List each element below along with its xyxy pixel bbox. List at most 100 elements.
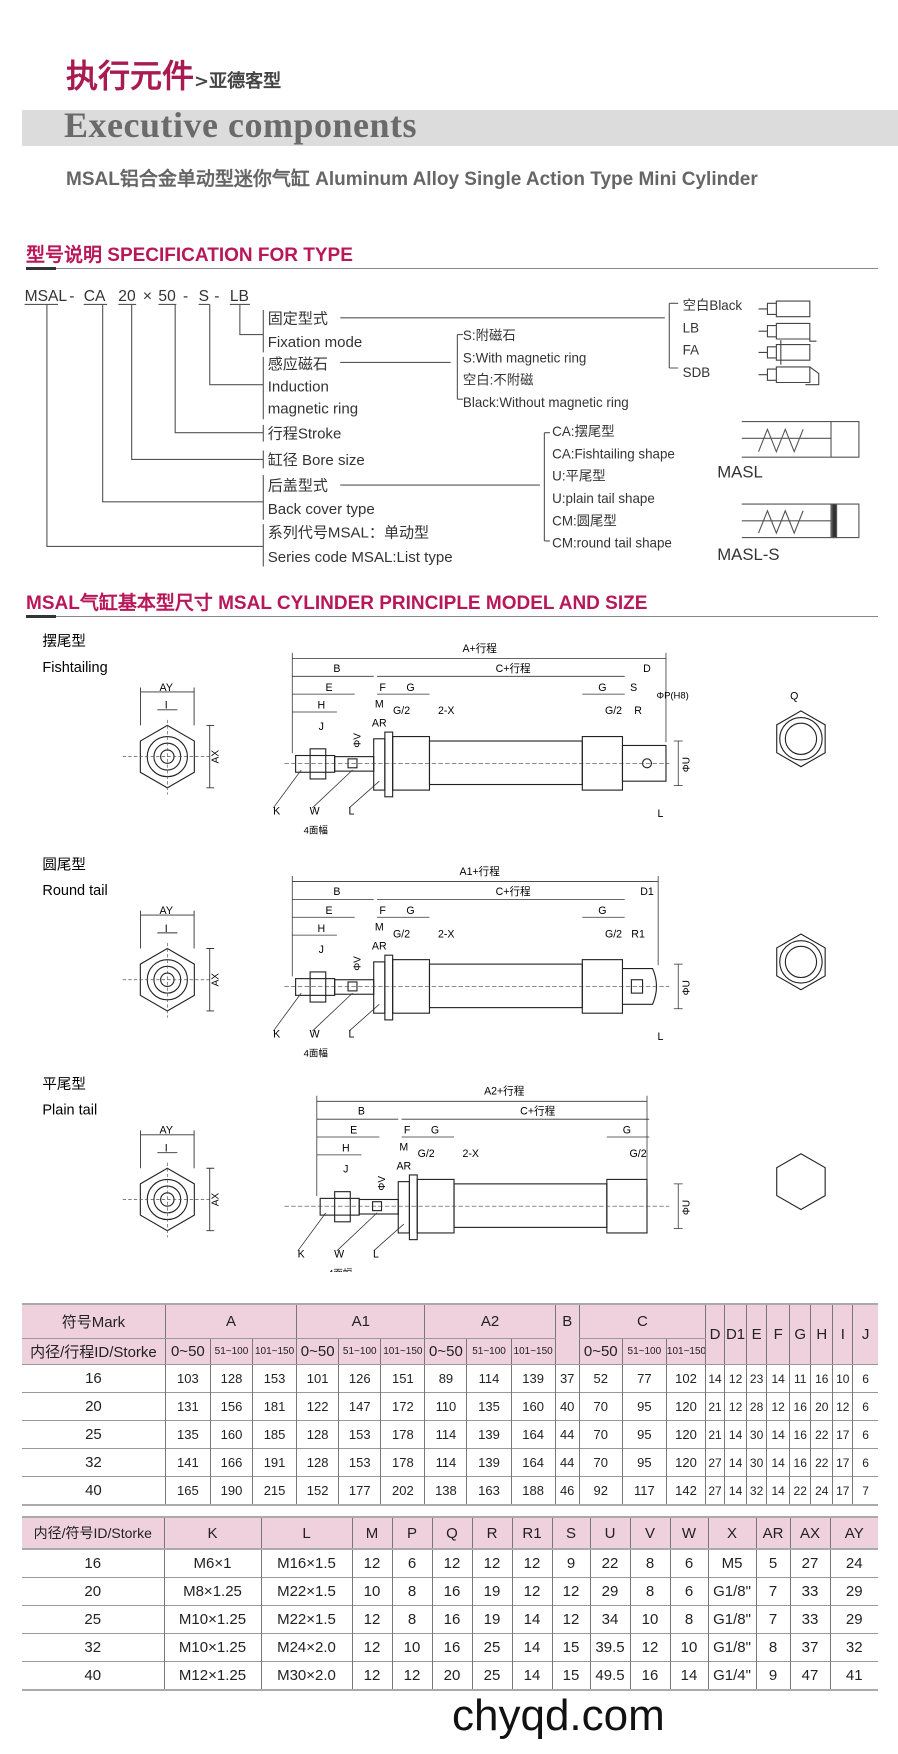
table-cell: 120 [665, 1448, 706, 1477]
table-cell: 25 [471, 1661, 512, 1691]
dim-u: ΦU [681, 980, 692, 995]
dim-label-j: J [319, 721, 324, 733]
table-cell: 138 [424, 1476, 467, 1506]
dim-label-f: F [379, 905, 386, 917]
dim-label-l2: L [657, 808, 663, 820]
dim-label-k: K [273, 1029, 280, 1041]
drawing-title-en: Plain tail [42, 1103, 97, 1119]
dim-u: ΦU [681, 1200, 692, 1215]
table-cell: 160 [510, 1392, 556, 1421]
magnet-option: Black:Without magnetic ring [463, 395, 629, 410]
table-cell: 6 [669, 1548, 708, 1578]
table-cell: 10 [351, 1577, 392, 1606]
table-cell: G1/8" [707, 1605, 756, 1634]
cylinder-part [428, 740, 583, 786]
table-cell: 16 [789, 1420, 811, 1449]
dim-label-g1: G [406, 682, 414, 694]
row-id: 20 [22, 1392, 166, 1421]
table-cell: 10 [669, 1633, 708, 1662]
dim-label-ay: AY [160, 1125, 173, 1137]
table-cell: 47 [789, 1661, 830, 1691]
drawing-title-cn: 圆尾型 [42, 856, 86, 873]
rear-view-hex [776, 1153, 826, 1211]
table-cell: 178 [380, 1420, 425, 1449]
title-cn-text: 执行元件 [66, 57, 195, 95]
table-cell: 33 [789, 1577, 830, 1606]
group-header: D [705, 1303, 725, 1365]
column-header: AY [829, 1516, 878, 1550]
dim-label-c: C+行程 [496, 885, 531, 898]
dim-label-ay: AY [160, 905, 173, 917]
dim-label-g2b: G/2 [605, 705, 622, 717]
table-cell: M10×1.25 [163, 1605, 261, 1634]
table-cell: 21 [705, 1420, 725, 1449]
cylinder-part [384, 954, 394, 1021]
group-header: I [832, 1303, 853, 1365]
cylinder-part [373, 961, 386, 1014]
table-cell: 32 [746, 1476, 767, 1506]
table-cell: 11 [789, 1364, 811, 1393]
table-cell: 131 [164, 1392, 211, 1421]
table-cell: 7 [755, 1577, 790, 1606]
row-id: 20 [22, 1577, 164, 1606]
table-cell: 12 [724, 1364, 747, 1393]
table-cell: 178 [380, 1448, 425, 1477]
dim-label-g2b: G/2 [605, 928, 622, 940]
table-cell: 114 [424, 1448, 467, 1477]
table-cell: M8×1.25 [163, 1577, 261, 1606]
code-back-cover: CA [84, 288, 106, 305]
range-header: 101~150 [380, 1338, 425, 1365]
table-cell: M6×1 [163, 1548, 261, 1578]
back-cover-option: CA:Fishtailing shape [552, 446, 675, 461]
table-cell: 41 [829, 1661, 878, 1691]
table-cell: 95 [621, 1448, 667, 1477]
dim-label-i: I [165, 700, 168, 712]
table-cell: 28 [746, 1392, 767, 1421]
page-title-en: Executive components [64, 105, 417, 145]
label-magnet-en: Induction [268, 378, 329, 395]
code-dash: - [69, 288, 74, 305]
table-cell: 44 [554, 1448, 580, 1477]
table-cell: 190 [209, 1476, 253, 1506]
table-cell: 12 [724, 1392, 747, 1421]
cylinder-part [392, 735, 431, 791]
dim-label-b: B [358, 1106, 365, 1118]
cylinder-part [397, 1181, 410, 1234]
back-cover-option: CM:圆尾型 [552, 513, 617, 528]
column-header: Q [431, 1516, 472, 1550]
dim-label-w: W [334, 1248, 344, 1260]
table-cell: 9 [551, 1548, 590, 1578]
group-header: B [554, 1303, 580, 1365]
table-cell: 17 [832, 1448, 853, 1477]
dim-label-i: I [165, 923, 168, 935]
table-cell: 103 [164, 1364, 211, 1393]
magnet-option: S:With magnetic ring [463, 350, 586, 365]
table-cell: 29 [589, 1577, 630, 1606]
table-cell: 128 [209, 1364, 253, 1393]
range-header: 0~50 [296, 1338, 339, 1365]
table-cell: 70 [578, 1392, 623, 1421]
table-cell: 163 [466, 1476, 512, 1506]
section-heading-spec: 型号说明 SPECIFICATION FOR TYPE [26, 245, 353, 266]
table-cell: 24 [810, 1476, 833, 1506]
table-cell: 20 [431, 1661, 472, 1691]
table-cell: 15 [551, 1633, 590, 1662]
rear-view-hex [776, 710, 826, 768]
dim-label-g2b: G/2 [630, 1148, 647, 1160]
code-times: × [143, 288, 152, 305]
table-cell: 12 [351, 1633, 392, 1662]
table-cell: 135 [164, 1420, 211, 1449]
table-cell: 8 [391, 1577, 432, 1606]
group-header: A2 [424, 1303, 556, 1339]
table-cell: 70 [578, 1420, 623, 1449]
table-cell: 6 [852, 1448, 878, 1477]
drawing-title-en: Round tail [42, 883, 107, 899]
table-cell: 89 [424, 1364, 467, 1393]
table-cell: 16 [431, 1633, 472, 1662]
cylinder-part [309, 748, 327, 780]
table-cell: 185 [252, 1420, 297, 1449]
